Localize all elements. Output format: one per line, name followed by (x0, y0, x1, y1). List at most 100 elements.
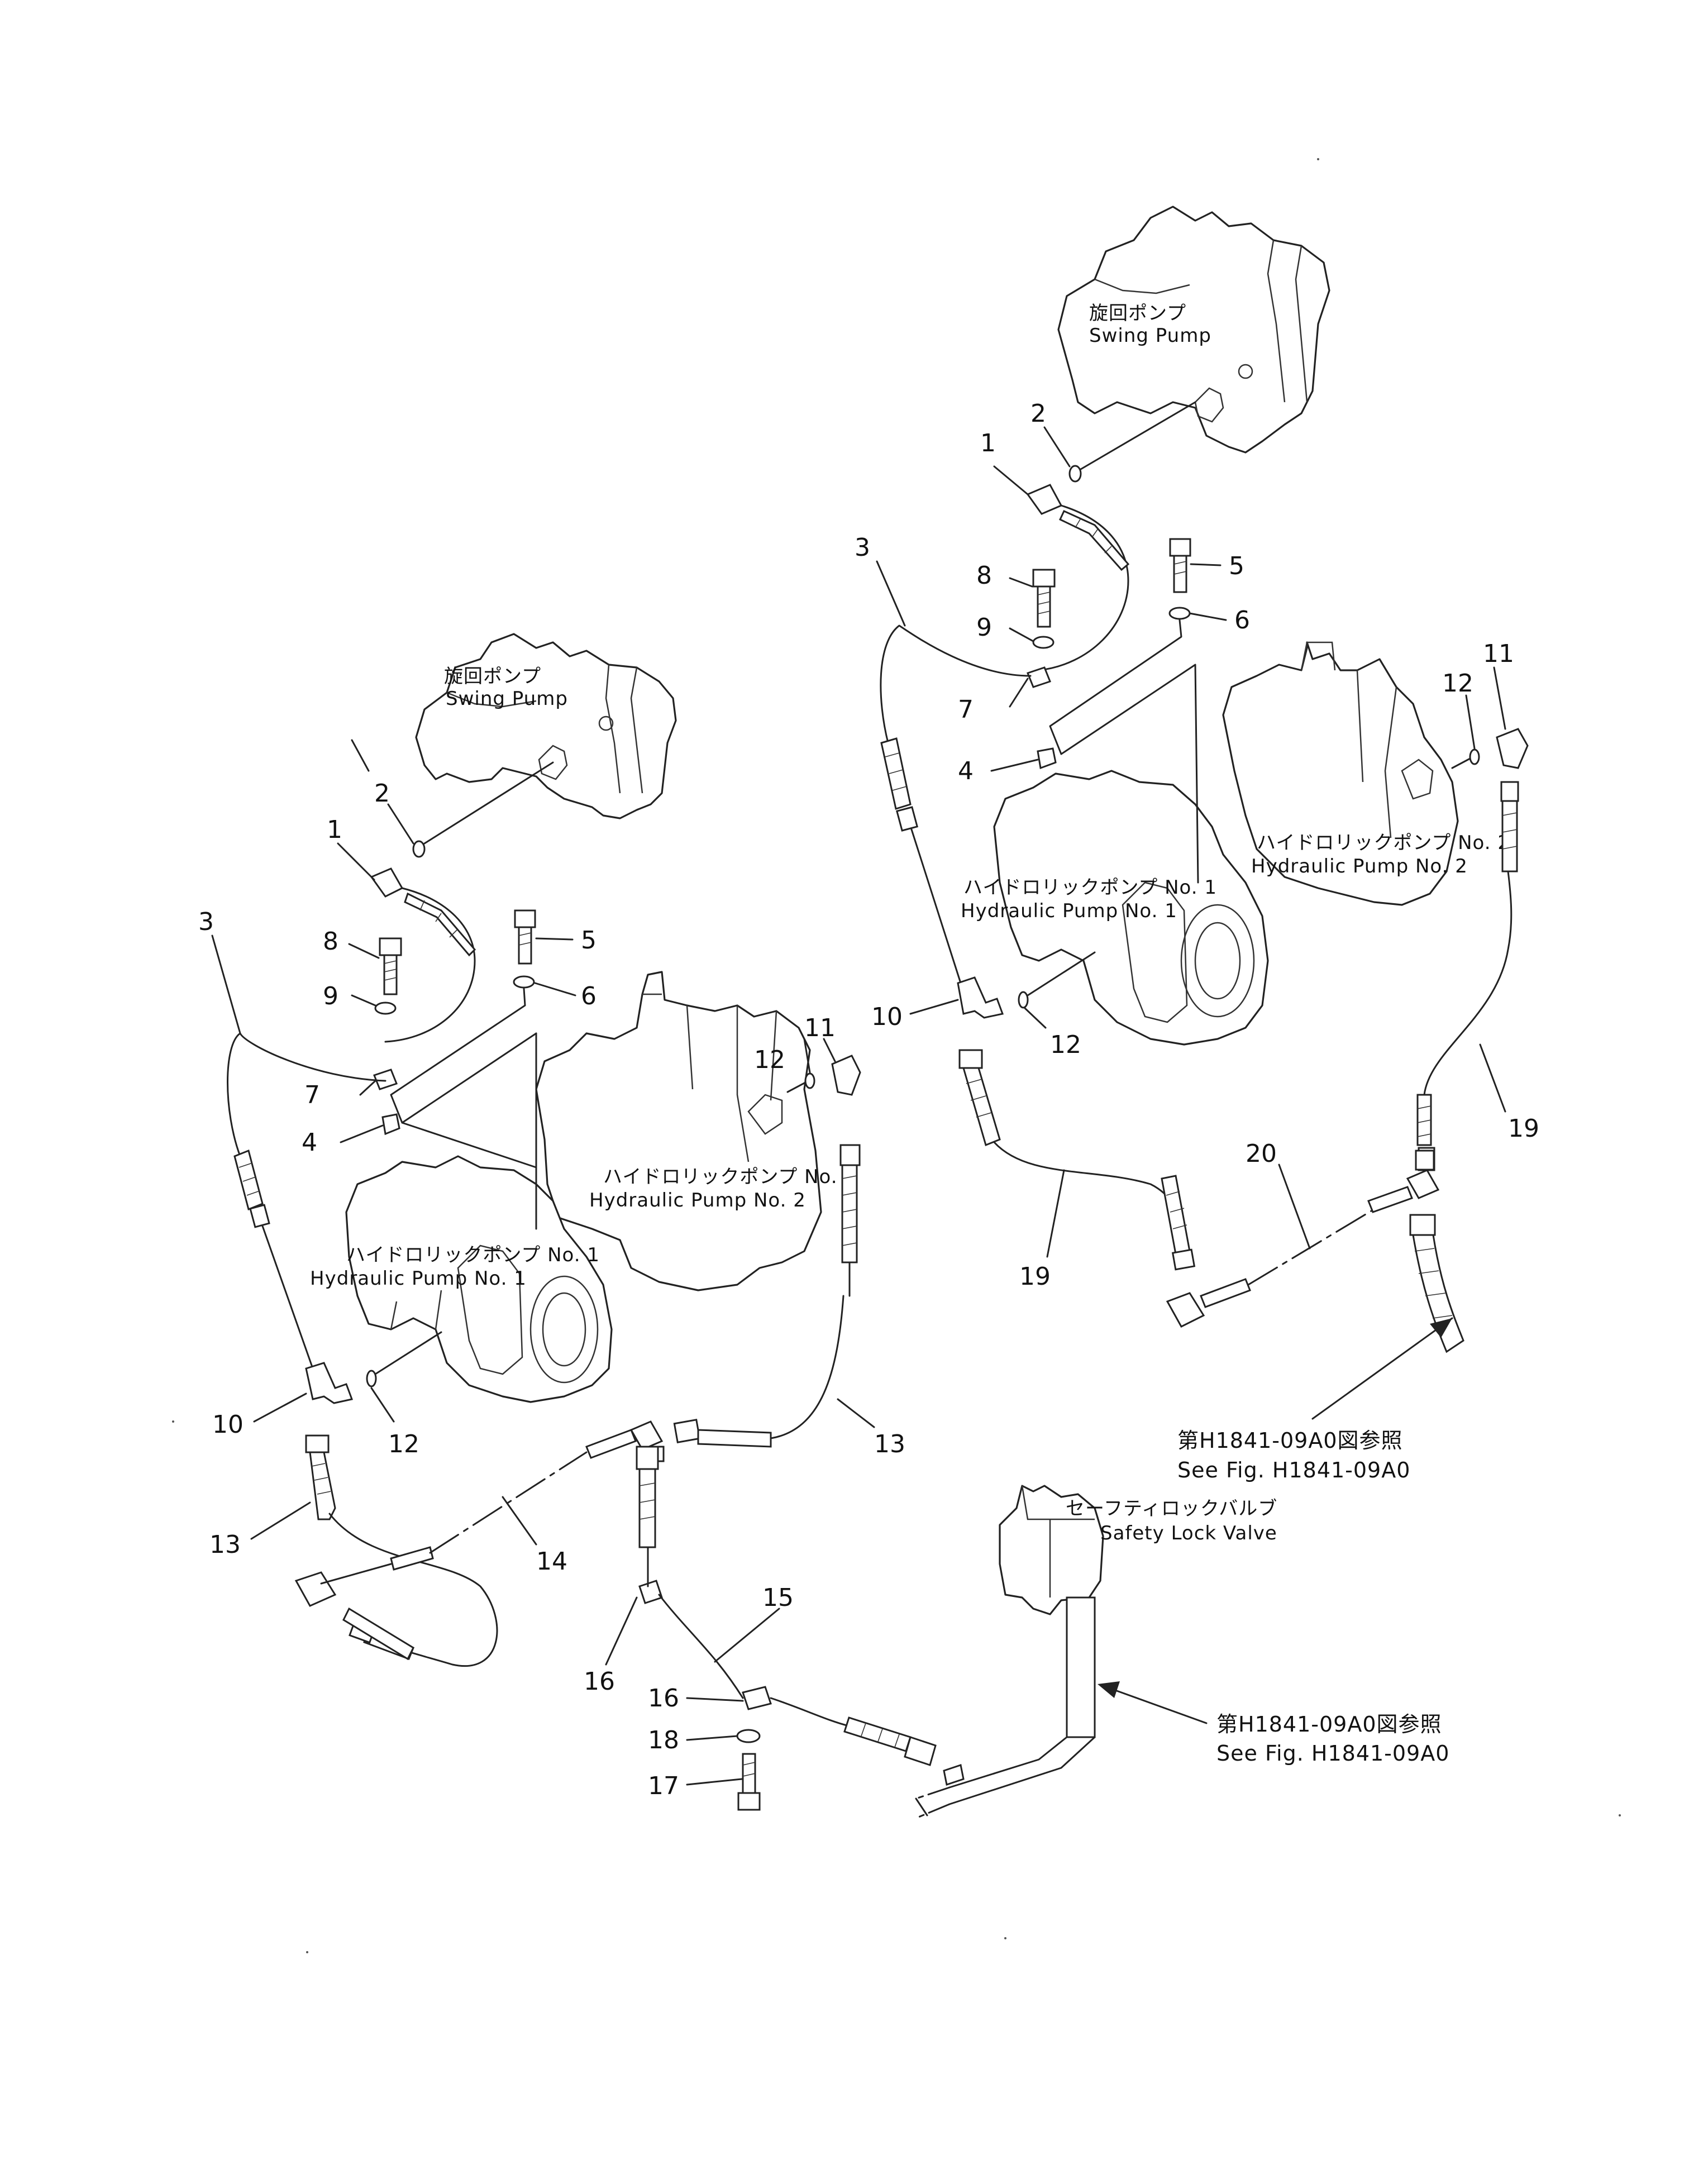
hyd-pump-2-left-label-en: Hydraulic Pump No. 2 (589, 1189, 806, 1212)
part-9-washer-right (1032, 636, 1055, 649)
part-6-washer-left (513, 975, 535, 989)
callout-19-left: 19 (1019, 1262, 1051, 1291)
callout-12-right-a: 12 (1050, 1031, 1081, 1059)
hydraulic-pump-1-left: ハイドロリックポンプ No. 1 Hydraulic Pump No. 1 (310, 1155, 613, 1403)
callout-5-left: 5 (581, 926, 597, 955)
safety-lock-valve-label-en: Safety Lock Valve (1100, 1522, 1277, 1544)
hyd-pump-1-left-label-en: Hydraulic Pump No. 1 (310, 1267, 527, 1290)
callout-12-right-b: 12 (1442, 669, 1473, 698)
reference-arrow-upper (1311, 1317, 1453, 1420)
part-12-oring-left-b (804, 1072, 815, 1089)
part-4-nut-right (1037, 747, 1057, 770)
safety-lock-valve-label-jp: セーフティロックバルブ (1066, 1498, 1277, 1520)
callout-11-left: 11 (804, 1014, 836, 1042)
see-fig-lower-jp: 第H1841-09A0図参照 (1216, 1712, 1442, 1737)
callout-3-right: 3 (855, 533, 870, 562)
hyd-pump-2-right-label-jp: ハイドロリックポンプ No. 2 (1257, 832, 1510, 854)
callout-1-left: 1 (327, 816, 342, 844)
callout-11-right: 11 (1483, 640, 1514, 668)
callout-1-right: 1 (980, 429, 996, 457)
swing-pump-right-label-jp: 旋回ポンプ (1089, 302, 1186, 325)
part-8-bolt-left (379, 937, 402, 995)
callout-8-left: 8 (323, 927, 338, 956)
callout-13-left-b: 13 (874, 1430, 905, 1458)
callout-15: 15 (762, 1584, 794, 1612)
callout-numbers: 1 2 3 4 5 6 7 8 9 10 11 12 12 13 13 14 1… (198, 399, 1539, 1800)
hyd-pump-1-right-label-en: Hydraulic Pump No. 1 (961, 900, 1177, 922)
part-2-oring-right (1068, 465, 1082, 483)
see-fig-lower-en: See Fig. H1841-09A0 (1216, 1741, 1449, 1766)
part-1-elbow-right (1026, 484, 1063, 515)
tee-block-left (294, 1571, 337, 1607)
callout-6-right: 6 (1234, 606, 1250, 635)
callout-7-left: 7 (304, 1081, 320, 1109)
callout-2-right: 2 (1030, 399, 1046, 428)
part-5-bolt-right (1169, 538, 1191, 593)
swing-pump-left-label-en: Swing Pump (446, 688, 568, 710)
callout-7-right: 7 (958, 695, 974, 724)
callout-9-left: 9 (323, 982, 338, 1010)
part-11-elbow-right (1496, 728, 1529, 769)
part-10-tee-left (305, 1362, 354, 1404)
callout-13-left-a: 13 (209, 1530, 241, 1559)
hyd-pump-1-right-label-jp: ハイドロリックポンプ No. 1 (963, 876, 1217, 899)
part-11-elbow-left (831, 1055, 861, 1096)
see-fig-upper-en: See Fig. H1841-09A0 (1177, 1458, 1410, 1482)
part-1-elbow-left (370, 867, 404, 898)
part-16-clamp-upper (638, 1580, 663, 1604)
callout-16-b: 16 (648, 1684, 679, 1713)
see-fig-upper-jp: 第H1841-09A0図参照 (1177, 1428, 1403, 1453)
part-8-bolt-right (1032, 569, 1056, 628)
callout-18: 18 (648, 1726, 679, 1754)
part-10-tee-right (957, 976, 1004, 1019)
part-4-nut-left (381, 1113, 400, 1136)
swing-pump-left-label-jp: 旋回ポンプ (444, 665, 541, 688)
callout-9-right: 9 (976, 613, 992, 642)
hydraulic-pump-2-left: ハイドロリックポンプ No. 2 Hydraulic Pump No. 2 (535, 971, 857, 1291)
hyd-pump-2-right-label-en: Hydraulic Pump No. 2 (1251, 855, 1468, 878)
safety-lock-valve (915, 1485, 1104, 1819)
pipe-20-elbow (1166, 1292, 1205, 1328)
part-16-clamp-lower (742, 1686, 772, 1710)
part-7-clamp-left (373, 1069, 398, 1090)
callout-12-left-b: 12 (754, 1046, 785, 1074)
callout-10-left: 10 (212, 1410, 244, 1439)
part-12-oring-right-a (1018, 991, 1029, 1009)
left-assembly: 旋回ポンプ Swing Pump ハイドロリックポンプ No. 2 Hydrau… (227, 633, 937, 1811)
hydraulic-pump-1-right: ハイドロリックポンプ No. 1 Hydraulic Pump No. 1 (961, 770, 1269, 1046)
callout-19-right: 19 (1508, 1114, 1539, 1143)
callout-4-left: 4 (302, 1128, 317, 1157)
callout-4-right: 4 (958, 757, 974, 785)
part-12-oring-left-a (366, 1370, 377, 1387)
part-9-washer-left (374, 1002, 397, 1015)
callout-20: 20 (1246, 1139, 1277, 1168)
callout-12-left-a: 12 (388, 1430, 419, 1458)
callout-2-left: 2 (374, 779, 390, 808)
reference-arrow-lower (1098, 1681, 1208, 1724)
part-7-clamp-right (1027, 666, 1051, 688)
right-assembly: 旋回ポンプ Swing Pump ハイドロリックポンプ No. 2 Hydrau… (880, 206, 1529, 1353)
hyd-pump-2-left-label-jp: ハイドロリックポンプ No. 2 (603, 1166, 857, 1188)
callout-10-right: 10 (871, 1003, 903, 1031)
hydraulic-pump-2-right: ハイドロリックポンプ No. 2 Hydraulic Pump No. 2 (1222, 641, 1510, 906)
callout-3-left: 3 (198, 908, 214, 936)
callout-6-left: 6 (581, 982, 597, 1010)
pipe-20-tee (1406, 1169, 1440, 1199)
part-2-oring-left (412, 840, 426, 858)
swing-pump-right: 旋回ポンプ Swing Pump (1057, 206, 1330, 454)
callout-8-right: 8 (976, 561, 992, 590)
part-17-bolt (737, 1753, 761, 1811)
callout-5-right: 5 (1229, 552, 1244, 580)
part-14-elbow-left (629, 1420, 664, 1451)
callout-16-a: 16 (584, 1667, 615, 1696)
part-5-bolt-left (514, 909, 536, 965)
part-18-washer (736, 1729, 761, 1743)
part-6-washer-right (1168, 607, 1191, 620)
part-12-oring-right-b (1469, 748, 1480, 765)
hyd-pump-1-left-label-jp: ハイドロリックポンプ No. 1 (346, 1244, 600, 1266)
callout-17: 17 (648, 1772, 679, 1800)
callout-leaders (211, 426, 1506, 1786)
callout-14: 14 (536, 1547, 567, 1576)
swing-pump-right-label-en: Swing Pump (1089, 325, 1211, 347)
